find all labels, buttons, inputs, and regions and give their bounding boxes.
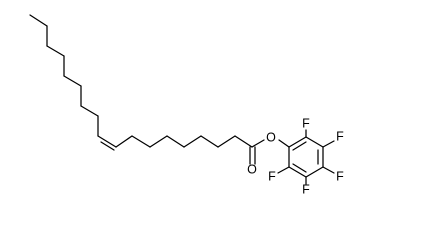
bond-ester-o-ring bbox=[278, 139, 290, 148]
ring-bond-2 bbox=[305, 136, 324, 148]
fluorine-label-2: F bbox=[336, 129, 344, 143]
ring-bond-1 bbox=[288, 136, 307, 148]
fluorine-label-1: F bbox=[302, 116, 310, 130]
bond-c2-c1 bbox=[234, 135, 253, 148]
ring-bond-4 bbox=[305, 166, 324, 178]
bond-ring-f3 bbox=[322, 166, 335, 174]
bond-c16-c15 bbox=[46, 45, 65, 57]
bond-c18-c17 bbox=[29, 14, 48, 27]
bond-ring-f2 bbox=[322, 140, 335, 148]
fluorine-label-4: F bbox=[302, 182, 310, 196]
fluorine-label-5: F bbox=[268, 169, 276, 183]
bond-c1-ester-o bbox=[251, 139, 265, 148]
carbonyl-oxygen-label: O bbox=[247, 162, 257, 176]
bond-c9-c8 bbox=[115, 135, 133, 148]
atom-labels: O O F F F F F bbox=[247, 116, 344, 196]
ring-bond-5 bbox=[288, 166, 307, 178]
fluorine-bonds bbox=[277, 129, 335, 185]
bond-c5-c4 bbox=[183, 135, 202, 148]
ester-group-bonds bbox=[249, 139, 290, 165]
bond-c3-c2 bbox=[217, 135, 236, 148]
bond-ring-f5 bbox=[277, 166, 290, 174]
bond-c7-c6 bbox=[149, 135, 168, 148]
aromatic-ring-bonds bbox=[288, 136, 324, 178]
bond-c4-c3 bbox=[200, 135, 219, 148]
bond-c12-c11 bbox=[80, 105, 99, 117]
alkyl-chain-bonds bbox=[29, 14, 253, 151]
bond-c14-c13 bbox=[63, 75, 82, 87]
bond-c10-c9-double-inner bbox=[100, 141, 115, 151]
bond-c10-c9-double-outer bbox=[97, 135, 117, 148]
bond-c6-c5 bbox=[166, 135, 185, 148]
ring-double-inner-3 bbox=[292, 163, 307, 173]
fluorine-label-3: F bbox=[336, 169, 344, 183]
bond-c8-c7 bbox=[131, 135, 151, 148]
ester-oxygen-label: O bbox=[266, 130, 276, 144]
ring-double-inner-1 bbox=[292, 141, 307, 151]
